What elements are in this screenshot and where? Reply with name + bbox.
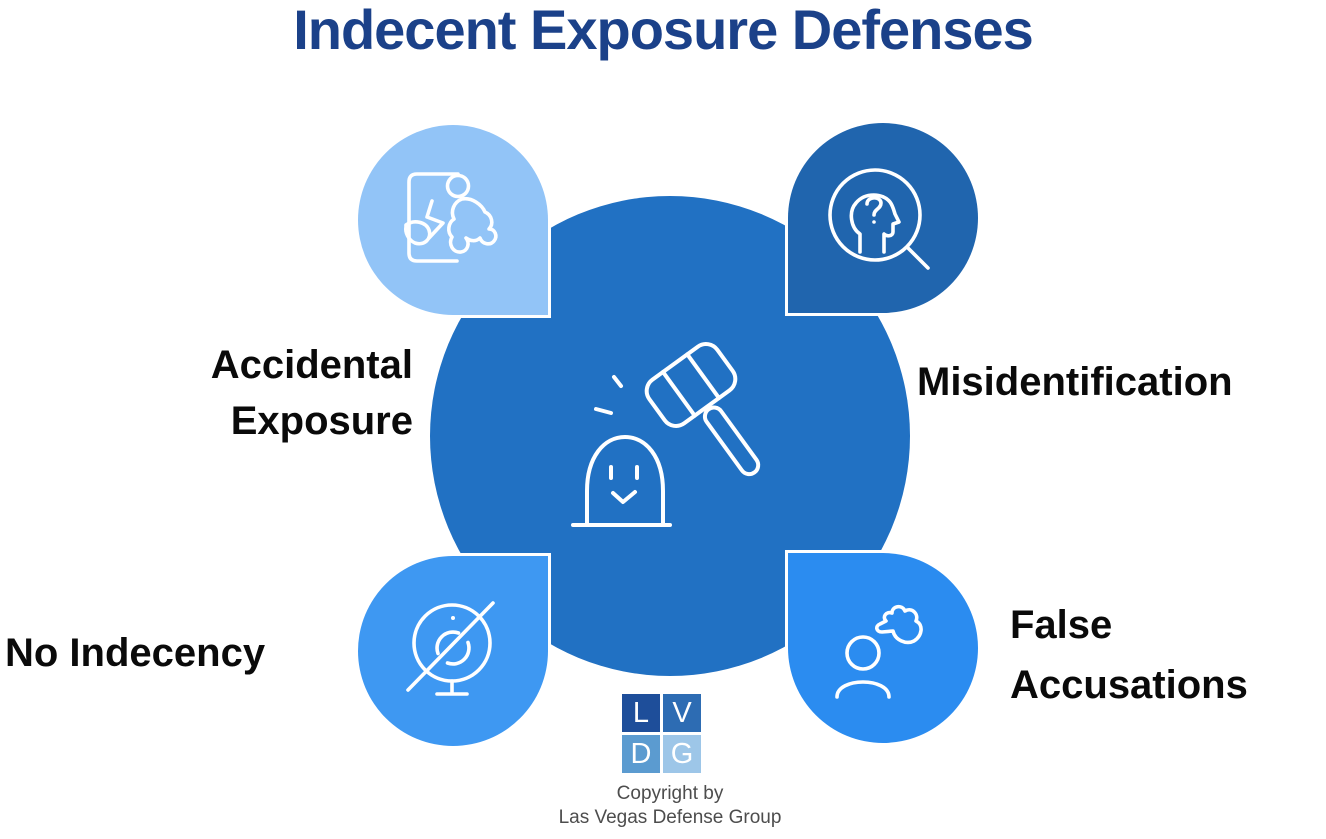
label-misidentification: Misidentification (917, 354, 1233, 410)
label-line: False (1010, 603, 1113, 647)
bubble-accidental-exposure (358, 125, 548, 315)
logo-square-l: L (622, 694, 660, 732)
label-false-accusations: False Accusations (1010, 595, 1248, 715)
bubble-misidentification (788, 123, 978, 313)
accusing-hand-icon (835, 604, 923, 699)
copyright-text: Copyright by Las Vegas Defense Group (480, 782, 860, 830)
copyright-line1: Copyright by (616, 783, 724, 804)
lvdg-logo: L V D G (622, 694, 701, 773)
label-no-indecency: No Indecency (5, 625, 265, 681)
copyright-line2: Las Vegas Defense Group (558, 807, 782, 828)
gavel-ghost-icon (571, 342, 761, 527)
label-accidental-exposure: Accidental Exposure (211, 337, 413, 449)
logo-square-d: D (622, 735, 660, 773)
logo-square-v: V (663, 694, 701, 732)
bubble-no-indecency (358, 556, 548, 746)
page-title: Indecent Exposure Defenses (293, 0, 1034, 61)
label-line: Exposure (230, 399, 413, 443)
magnifier-head-icon (828, 168, 930, 270)
label-line: Accidental (210, 343, 413, 387)
label-line: Accusations (1010, 663, 1248, 707)
bubble-false-accusations (788, 553, 978, 743)
label-line: Misidentification (917, 360, 1233, 404)
webcam-slash-icon (406, 601, 495, 696)
torn-photo-icon (404, 172, 498, 263)
logo-square-g: G (663, 735, 701, 773)
label-line: No Indecency (5, 631, 266, 675)
